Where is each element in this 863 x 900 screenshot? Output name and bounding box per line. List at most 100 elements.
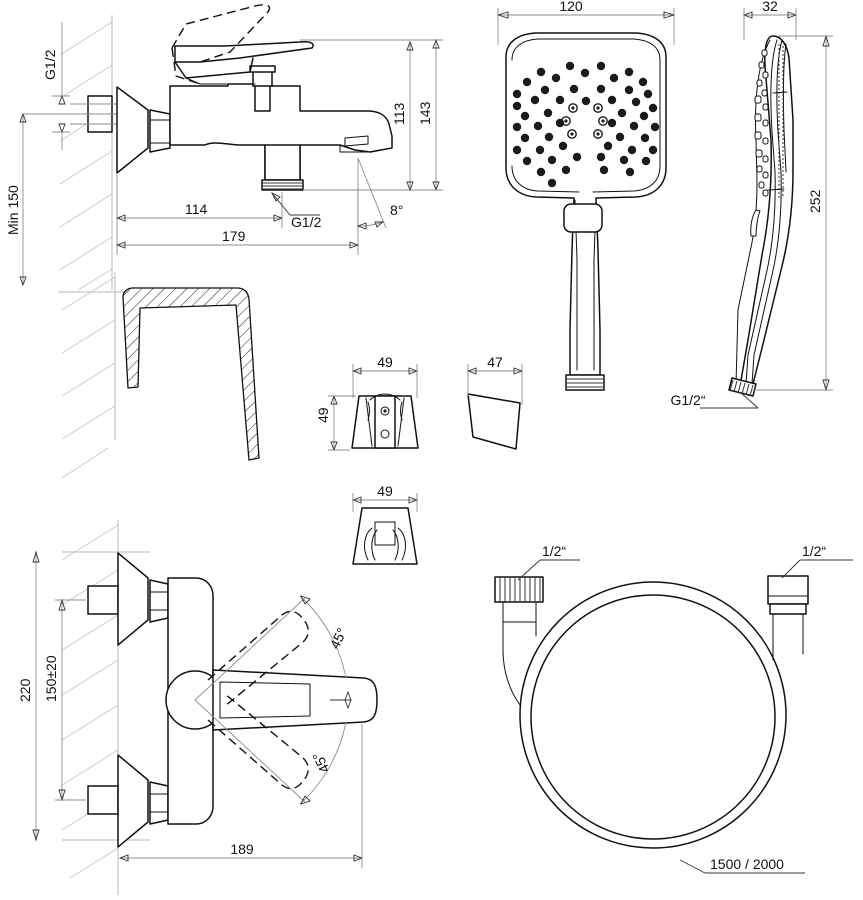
dim-label-head-depth: 32 bbox=[762, 0, 778, 14]
lever-wall-hatching bbox=[61, 276, 116, 479]
lever-handle-base bbox=[174, 57, 254, 79]
spray-holes bbox=[512, 61, 660, 188]
lever-handle-raised-base-dashed bbox=[171, 47, 201, 85]
shower-head-face-inner bbox=[511, 38, 661, 193]
dim-label-hose-thread: G1/2“ bbox=[670, 392, 705, 408]
dim-overall-depth: 189 bbox=[118, 724, 364, 868]
dim-holder-height: 49 bbox=[315, 394, 356, 452]
dim-label-hose-length: 1500 / 2000 bbox=[710, 856, 784, 872]
dim-label-holder-width: 49 bbox=[377, 354, 393, 370]
dim-head-length: 252 bbox=[753, 34, 833, 392]
dim-label-swivel-up: 45° bbox=[326, 625, 350, 651]
dim-label-head-length: 252 bbox=[807, 189, 823, 213]
wall-hatching bbox=[59, 21, 113, 291]
topview-escutcheon-lower bbox=[117, 754, 149, 848]
dim-label-overall-depth: 189 bbox=[230, 841, 254, 857]
dim-head-width: 120 bbox=[496, 0, 676, 45]
dim-head-depth: 32 bbox=[742, 0, 798, 40]
holder-bottom-clip-left bbox=[364, 527, 373, 561]
topview-escutcheon-upper bbox=[117, 552, 149, 646]
shower-side-mode-button[interactable] bbox=[750, 209, 761, 237]
view-holder-side: 47 bbox=[466, 354, 524, 450]
dim-label-min-height: Min 150 bbox=[5, 185, 21, 235]
topview-inlet-upper bbox=[87, 585, 119, 615]
holder-front-clip-right bbox=[400, 401, 403, 421]
shower-head-side-inner-2 bbox=[751, 39, 783, 385]
shower-outlet-spigot bbox=[264, 144, 301, 181]
topview-lever-neutral-inner bbox=[219, 681, 311, 719]
dim-label-overall-height: 220 bbox=[17, 678, 33, 702]
hose-connector-left-knurl bbox=[499, 577, 541, 602]
hose-left-tube-curve bbox=[502, 649, 521, 706]
dim-hose-thread: G1/2“ bbox=[670, 391, 759, 409]
hose-connector-right-nut[interactable] bbox=[767, 575, 809, 605]
topview-wall-hatching bbox=[61, 524, 119, 879]
dim-outlet-height: 113 bbox=[391, 40, 414, 192]
holder-bottom-clip-right bbox=[397, 527, 406, 561]
dim-label-holder-bottom-width: 49 bbox=[377, 483, 393, 499]
hose-connector-right-collar bbox=[769, 603, 807, 615]
dim-spout-angle: 8° bbox=[356, 157, 403, 232]
holder-side-body bbox=[467, 393, 521, 450]
dim-label-spout-angle: 8° bbox=[390, 202, 403, 218]
view-holder-bottom: 49 bbox=[351, 483, 419, 565]
hose-connector-left-nut[interactable] bbox=[494, 576, 544, 603]
dim-hose-length: 1500 / 2000 bbox=[679, 856, 805, 874]
dim-label-hose-thread-left: 1/2“ bbox=[542, 543, 566, 559]
dim-spout-reach: 179 bbox=[115, 158, 360, 255]
dim-outlet-offset: 114 bbox=[115, 192, 284, 228]
holder-bottom-slot bbox=[374, 521, 396, 546]
spray-mode-button[interactable] bbox=[563, 203, 603, 233]
dim-holder-width: 49 bbox=[351, 354, 419, 398]
hose-coil-inner bbox=[530, 594, 776, 840]
shower-side-seam-a bbox=[772, 91, 788, 94]
dim-shower-thread: G1/2 bbox=[270, 191, 322, 230]
dim-label-swivel-down: 45° bbox=[309, 750, 333, 776]
holder-front-edge-left bbox=[365, 397, 373, 447]
holder-front-edge-right bbox=[397, 397, 405, 447]
topview-nut-lower bbox=[149, 781, 169, 825]
view-side-elevation: G1/2 Min 150 143 113 bbox=[5, 4, 443, 291]
shower-side-grip-texture bbox=[778, 44, 784, 200]
view-shower-head-side: 32 252 G1/2“ bbox=[670, 0, 833, 409]
dim-label-outlet-height: 113 bbox=[391, 102, 407, 125]
topview-lever-up-dashed bbox=[207, 610, 309, 707]
dim-label-spout-reach: 179 bbox=[222, 228, 246, 244]
spout-aerator-face bbox=[344, 135, 369, 147]
dim-overall-height: 220 bbox=[17, 550, 40, 842]
holder-front-plate bbox=[374, 395, 396, 449]
hose-coil-outer bbox=[519, 581, 787, 849]
holder-front-cradle bbox=[369, 393, 401, 401]
shower-side-hose-thread bbox=[728, 377, 757, 397]
dim-hose-thread-right: 1/2“ bbox=[781, 543, 853, 579]
hex-nut bbox=[149, 109, 171, 153]
holder-bottom-clip-right-inner bbox=[392, 529, 399, 561]
shower-side-nozzles bbox=[754, 49, 769, 197]
dim-inlet-spacing: 150±20 bbox=[43, 598, 86, 802]
topview-nut-upper bbox=[149, 579, 169, 623]
lever-handle-section bbox=[122, 287, 260, 461]
spout-aerator bbox=[339, 144, 371, 153]
shower-outlet-knurl bbox=[262, 182, 303, 190]
shower-head-thread-knurl bbox=[566, 378, 604, 388]
lever-handle-raised-dashed bbox=[171, 4, 271, 63]
dim-inlet-thread: G1/2 bbox=[42, 22, 70, 150]
dim-holder-depth: 47 bbox=[466, 354, 524, 405]
view-hose: 1/2“ 1/2“ 1500 / 2000 bbox=[494, 543, 853, 874]
dim-label-holder-height: 49 bbox=[315, 407, 331, 423]
escutcheon-cone bbox=[116, 86, 149, 174]
dim-label-inlet-spacing: 150±20 bbox=[43, 655, 59, 702]
holder-screw-bottom bbox=[380, 429, 390, 439]
topview-inlet-lower bbox=[87, 785, 119, 815]
dim-label-spout-height: 143 bbox=[417, 101, 433, 125]
view-top-view: 220 150±20 189 45° bbox=[17, 520, 378, 895]
shower-side-seam-b bbox=[767, 188, 785, 191]
dim-label-head-width: 120 bbox=[559, 0, 583, 14]
dim-spout-height: 143 bbox=[300, 38, 443, 192]
diverter-knob-cap bbox=[249, 65, 276, 73]
topview-lever-down-dashed bbox=[207, 693, 309, 790]
holder-bottom-clip-left-inner bbox=[371, 529, 378, 561]
holder-front-clip-left bbox=[367, 401, 370, 421]
